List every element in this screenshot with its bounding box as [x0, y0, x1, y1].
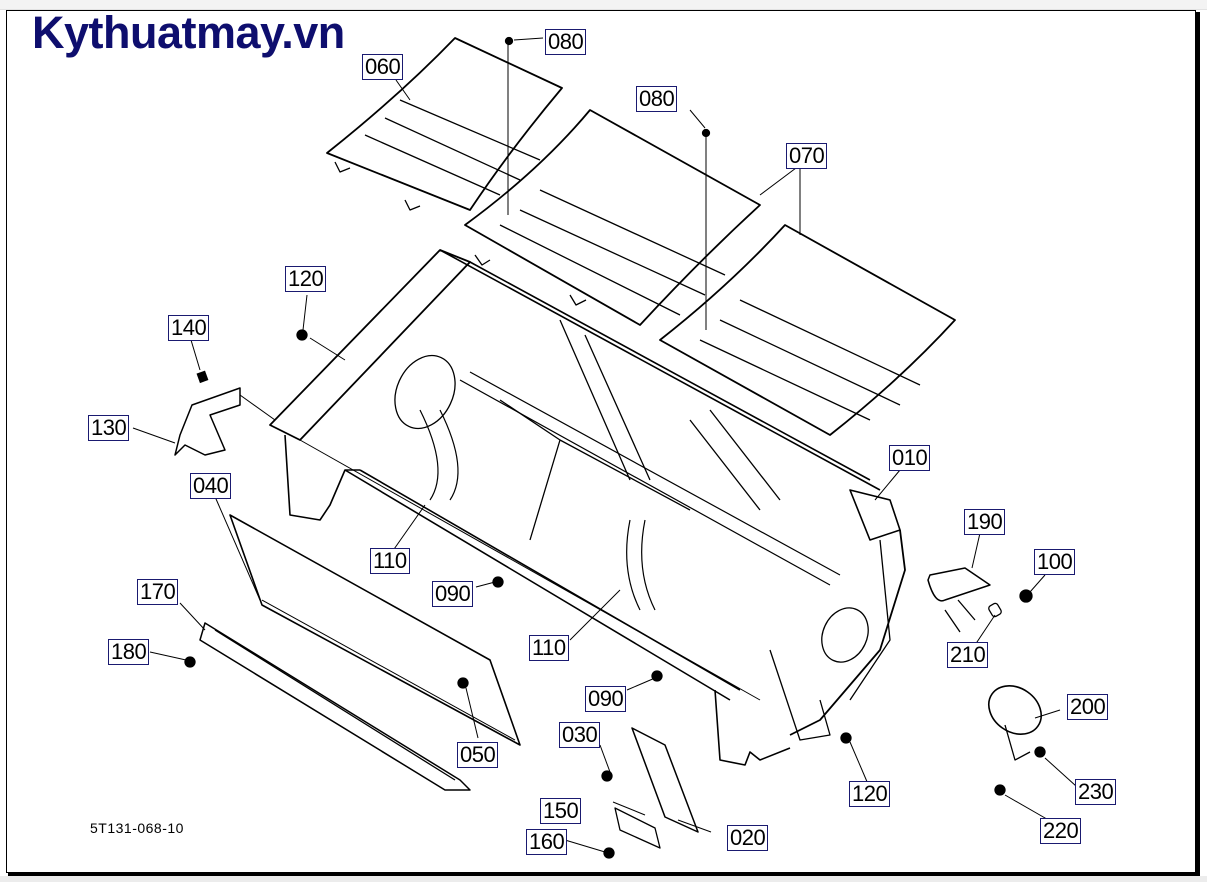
part-label-200[interactable]: 200 — [1067, 694, 1109, 720]
cover-panel-060 — [326, 37, 563, 211]
frame-shadow-bottom — [8, 872, 1200, 876]
part-label-130[interactable]: 130 — [88, 415, 130, 441]
fasteners — [184, 576, 1046, 859]
part-label-170[interactable]: 170 — [137, 579, 179, 605]
part-label-070[interactable]: 070 — [786, 143, 828, 169]
cover-panel-070-center — [464, 109, 761, 326]
bottom-strip — [0, 876, 1207, 882]
part-label-110[interactable]: 110 — [370, 548, 410, 574]
part-label-020[interactable]: 020 — [727, 825, 769, 851]
part-label-120[interactable]: 120 — [285, 266, 327, 292]
part-label-140[interactable]: 140 — [168, 315, 210, 341]
part-label-190[interactable]: 190 — [964, 509, 1006, 535]
leader-lines — [132, 79, 1077, 853]
bracket-020 — [614, 727, 699, 849]
drawing-id: 5T131-068-10 — [90, 820, 184, 836]
part-label-060[interactable]: 060 — [362, 54, 404, 80]
part-label-090[interactable]: 090 — [585, 686, 627, 712]
bracket-130 — [174, 370, 276, 456]
bolts-080 — [504, 36, 711, 330]
main-frame-010 — [269, 249, 906, 766]
part-label-030[interactable]: 030 — [559, 722, 601, 748]
part-label-080[interactable]: 080 — [545, 29, 587, 55]
top-toolbar-strip — [0, 0, 1207, 10]
part-label-080[interactable]: 080 — [636, 86, 678, 112]
part-label-010[interactable]: 010 — [889, 445, 931, 471]
part-label-180[interactable]: 180 — [108, 639, 150, 665]
part-label-230[interactable]: 230 — [1075, 779, 1117, 805]
part-label-120[interactable]: 120 — [849, 781, 891, 807]
part-label-100[interactable]: 100 — [1034, 549, 1076, 575]
cover-panel-070-right — [659, 224, 956, 436]
part-label-210[interactable]: 210 — [947, 642, 989, 668]
lamp-200 — [988, 685, 1042, 761]
part-label-160[interactable]: 160 — [526, 829, 568, 855]
part-label-040[interactable]: 040 — [190, 473, 232, 499]
part-label-150[interactable]: 150 — [540, 798, 582, 824]
brand-watermark: Kythuatmay.vn — [32, 7, 345, 58]
frame-shadow-right — [1196, 12, 1200, 876]
part-label-090[interactable]: 090 — [432, 581, 474, 607]
part-label-110[interactable]: 110 — [529, 635, 569, 661]
part-label-220[interactable]: 220 — [1040, 818, 1082, 844]
handle-190 — [927, 567, 991, 633]
part-label-050[interactable]: 050 — [457, 742, 499, 768]
